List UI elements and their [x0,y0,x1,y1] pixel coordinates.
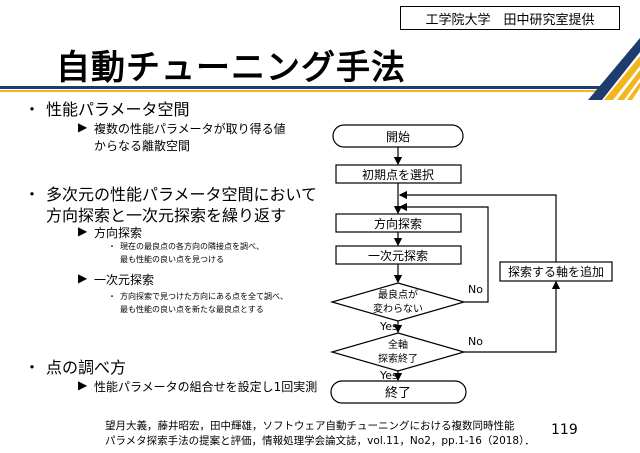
decision1-diamond [329,282,467,322]
sub-marker: ▶ [78,224,88,238]
no-label-decision1: No [468,283,483,296]
slide-title: 自動チューニング手法 [56,48,406,88]
sub-text-onedim-search: 一次元探索 [94,273,155,287]
citation-line: 望月大義，藤井昭宏，田中輝雄，ソフトウェア自動チューニングにおける複数同時性能 [105,420,515,432]
detail-line: 最も性能の良い点を見つける [120,255,224,264]
loop-add-axis-back [398,190,557,262]
no-label-decision2: No [468,335,483,348]
sub-text-line: からなる離散空間 [94,139,191,153]
sub-text-direction-search: 方向探索 [94,226,143,240]
detail-line: 最も性能の良い点を新たな最良点とする [120,305,264,314]
bullet-marker: ・ [24,100,41,119]
bullet-marker: ・ [24,358,41,377]
sub-text-measure-once: 性能パラメータの組合せを設定し1回実測 [94,380,318,394]
bullet-text-line: 多次元の性能パラメータ空間において [46,185,318,204]
bullet-text-line: 方向探索と一次元探索を繰り返す [46,206,287,225]
title-rule-yellow [0,90,600,92]
start-label: 開始 [386,130,410,144]
yes-label-decision2: Yes [379,369,398,382]
credit-box: 工学院大学 田中研究室提供 [400,6,620,30]
loop-decision1-no [398,202,489,303]
sub-marker: ▶ [78,120,88,134]
onedim-label: 一次元探索 [368,249,428,263]
loop-decision2-no [464,280,561,353]
sub-marker: ▶ [78,378,88,392]
citation-line: パラメタ探索手法の提案と評価，情報処理学会論文誌，vol.11，No2，pp.1… [105,435,535,447]
decision2-diamond [329,332,467,372]
citation: 望月大義，藤井昭宏，田中輝雄，ソフトウェア自動チューニングにおける複数同時性能 … [105,419,535,449]
decision2-label-line: 全軸 [388,338,408,351]
direction-label: 方向探索 [374,216,422,231]
detail-line: 現在の最良点の各方向の隣接点を調べ、 [120,242,264,251]
bullet-marker: ・ [24,185,41,204]
corner-stripes-decoration [588,38,640,100]
detail-dot: ・ [108,242,116,251]
bullet-text-param-space: 性能パラメータ空間 [46,100,190,119]
yes-label-decision1: Yes [379,320,398,333]
decision1-label-line: 変わらない [373,302,423,315]
end-label: 終了 [385,385,411,401]
init-label: 初期点を選択 [362,168,434,182]
page-number: 119 [551,422,578,438]
bullet-text-measurement: 点の調べ方 [46,358,127,377]
title-rule-blue [0,86,600,89]
decision2-label-line: 探索終了 [378,352,418,365]
sub-text-line: 複数の性能パラメータが取り得る値 [94,122,286,136]
add-axis-label: 探索する軸を追加 [508,264,604,279]
sub-marker: ▶ [78,271,88,285]
detail-dot: ・ [108,292,116,301]
decision1-label-line: 最良点が [378,288,418,301]
detail-line: 方向探索で見つけた方向にある点を全て調べ、 [120,292,288,301]
